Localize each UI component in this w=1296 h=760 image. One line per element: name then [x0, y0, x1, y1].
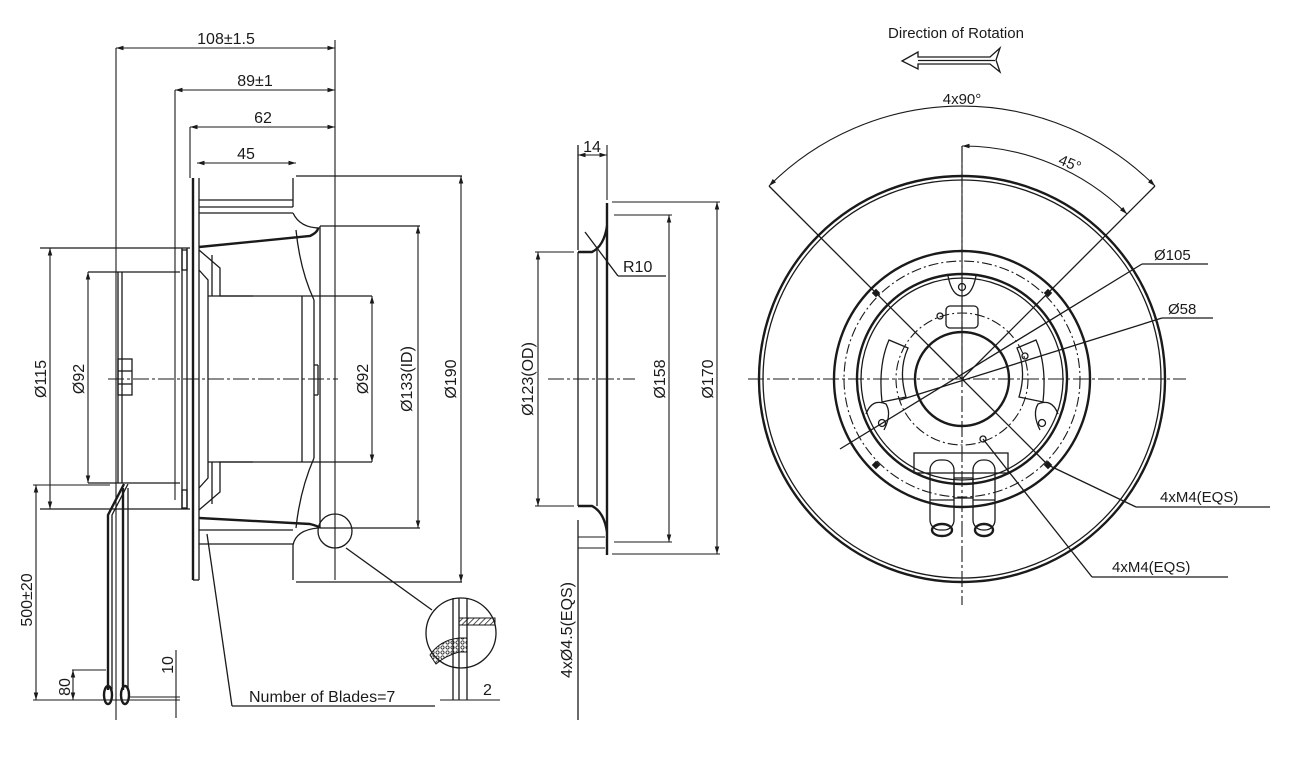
front-view: Direction of Rotation 4x90° 45°	[748, 25, 1270, 605]
dim-inlet-to-back-label: 89±1	[237, 73, 273, 90]
dim-hub-diameter-label: Ø92	[355, 364, 372, 394]
dim-inlet-inner-diameter-label: Ø133(ID)	[399, 346, 416, 412]
cable-connector	[913, 452, 1009, 538]
dim-depth-label: 14	[583, 139, 601, 156]
dim-flange-to-back: 62	[189, 110, 335, 178]
dim-hole-circle: Ø158	[614, 214, 672, 543]
slot-left	[880, 339, 909, 403]
detail-callout: 2	[317, 513, 500, 701]
rotation-label: Direction of Rotation	[888, 25, 1024, 42]
dim-motor-inner-diameter: Ø92	[71, 272, 91, 483]
motor-flange-circle	[832, 249, 1092, 509]
dim-overall-length: 108±1.5	[115, 31, 336, 720]
dim-overall-length-label: 108±1.5	[197, 31, 255, 48]
dim-lead-end: 10	[128, 650, 180, 718]
dim-outer-diameter: Ø123(OD)	[520, 251, 574, 507]
dim-holes-label: 4xØ4.5(EQS)	[559, 582, 576, 678]
dim-flange-diameter: Ø170	[612, 201, 720, 555]
dim-hole-circle-label: Ø158	[652, 359, 669, 398]
rotation-arrow-icon	[900, 45, 1002, 74]
dim-outer-diameter-label: Ø123(OD)	[520, 342, 537, 416]
dim-detail-thickness-label: 2	[483, 682, 492, 699]
blades-label: Number of Blades=7	[249, 689, 395, 706]
dim-angle-pattern-label: 4x90°	[943, 91, 982, 108]
dim-motor-inner-diameter-label: Ø92	[71, 364, 88, 394]
thread-label-1: 4xM4(EQS)	[1160, 489, 1238, 506]
dim-bolt-circle: Ø105	[839, 247, 1208, 450]
thread-label-2: 4xM4(EQS)	[1112, 559, 1190, 576]
label-pad	[945, 305, 979, 329]
side-view: 108±1.5 89±1 62 45	[19, 31, 500, 720]
dim-inlet-inner-diameter: Ø133(ID)	[399, 226, 421, 528]
dim-blade-width-label: 45	[237, 146, 255, 163]
dim-cable-length-label: 500±20	[19, 573, 36, 626]
dim-hub-diameter: Ø92	[355, 296, 375, 462]
blades-callout: Number of Blades=7	[206, 533, 435, 707]
dim-impeller-diameter-label: Ø190	[443, 359, 460, 398]
dim-flange-diameter-label: Ø170	[700, 359, 717, 398]
slot-right	[1016, 339, 1045, 403]
dim-radius: R10	[584, 231, 666, 277]
dim-strip-length: 80	[57, 669, 106, 700]
dim-impeller-diameter: Ø190	[443, 176, 464, 582]
dim-motor-diameter-label: Ø115	[33, 360, 50, 398]
dim-lead-end-label: 10	[160, 656, 177, 674]
cable-leads	[102, 483, 131, 706]
impeller-outline	[191, 175, 462, 583]
dim-radius-label: R10	[623, 259, 652, 276]
dim-angle-offset-label: 45°	[1056, 152, 1083, 176]
dim-bolt-circle-label: Ø105	[1154, 247, 1191, 264]
thread-callout-2: 4xM4(EQS)	[982, 438, 1228, 578]
motor-hub-circle	[913, 330, 1011, 428]
thread-callout-1: 4xM4(EQS)	[1047, 464, 1270, 508]
dim-inlet-to-back: 89±1	[174, 73, 335, 500]
dim-motor-diameter: Ø115	[33, 248, 53, 509]
dim-inner-circle: Ø58	[899, 301, 1213, 401]
dim-strip-length-label: 80	[57, 678, 74, 696]
inlet-ring-view: 14 R10 Ø123(OD) Ø158 Ø170 4xØ	[520, 139, 720, 720]
motor-outline	[40, 247, 190, 510]
dim-cable-length: 500±20	[19, 484, 180, 701]
dim-flange-to-back-label: 62	[254, 110, 272, 127]
dim-holes: 4xØ4.5(EQS)	[559, 536, 605, 678]
dim-depth: 14	[578, 139, 608, 200]
dim-blade-width: 45	[197, 146, 296, 166]
dim-inner-circle-label: Ø58	[1168, 301, 1196, 318]
screw-lugs	[865, 275, 1059, 443]
